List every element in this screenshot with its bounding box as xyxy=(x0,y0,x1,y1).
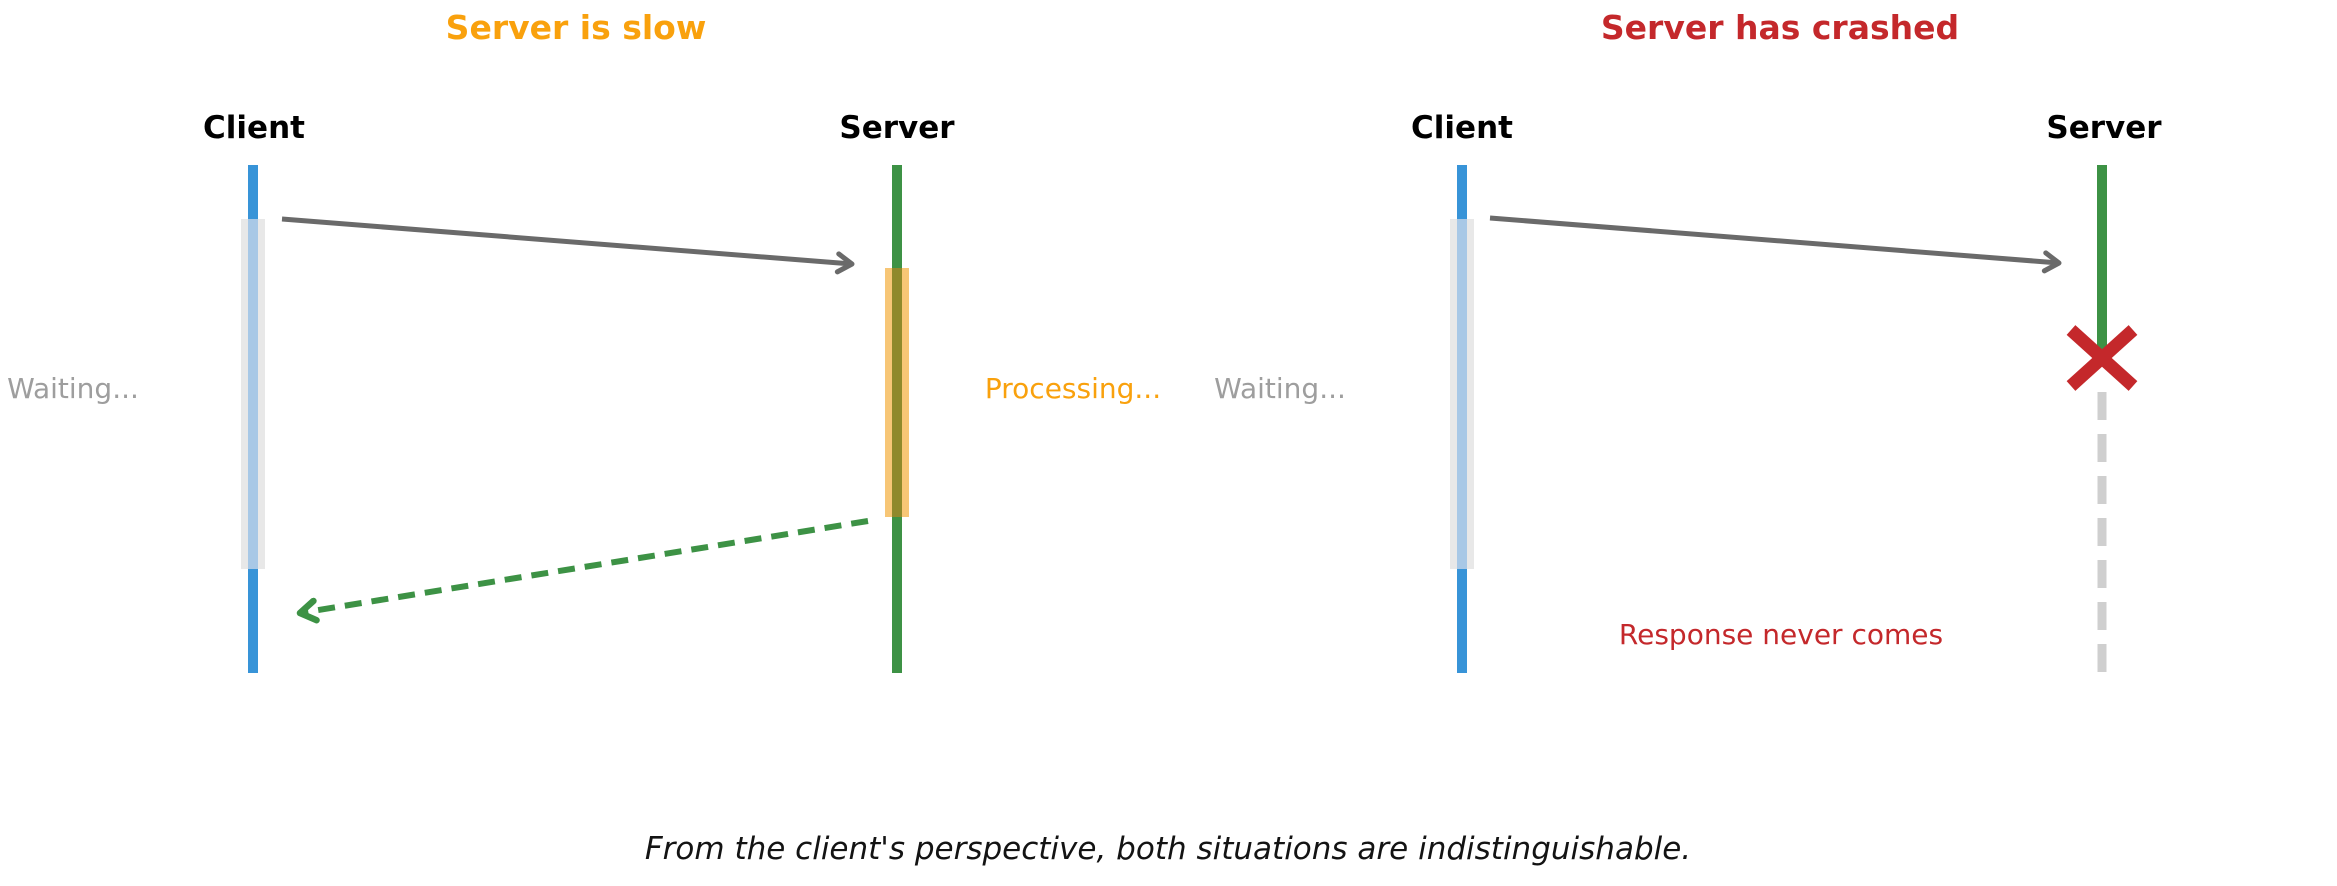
panel-crashed-client-label: Client xyxy=(1411,110,1513,146)
panel-slow-title: Server is slow xyxy=(445,8,707,47)
panel-crashed-no-response-text: Response never comes xyxy=(1618,618,1944,651)
panel-slow-server-activation-core xyxy=(892,268,902,517)
panel-slow-server-activation-bar xyxy=(885,268,909,517)
panel-crashed-title: Server has crashed xyxy=(1600,8,1960,47)
panel-slow-client-label: Client xyxy=(203,110,305,146)
caption-text: From the client's perspective, both situ… xyxy=(644,831,1692,867)
panel-slow-server-label: Server xyxy=(839,110,955,146)
panel-crashed-client-activation-bar xyxy=(1450,219,1474,569)
panel-crashed-server-label: Server xyxy=(2046,110,2162,146)
panel-crashed-client-activation-core xyxy=(1457,219,1467,569)
panel-slow-waiting-text: Waiting... xyxy=(7,372,139,405)
panel-crashed-waiting-text: Waiting... xyxy=(1214,372,1346,405)
panel-slow-processing-text: Processing... xyxy=(984,372,1162,405)
panel-slow-request-arrow xyxy=(281,216,855,275)
panel-slow-response-arrow xyxy=(296,518,869,624)
panel-crashed-request-arrow xyxy=(1489,215,2062,274)
panel-slow-client-activation-bar xyxy=(241,219,265,569)
panel-crashed-server-lifeline xyxy=(2097,165,2107,358)
panel-slow-client-activation-core xyxy=(248,219,258,569)
